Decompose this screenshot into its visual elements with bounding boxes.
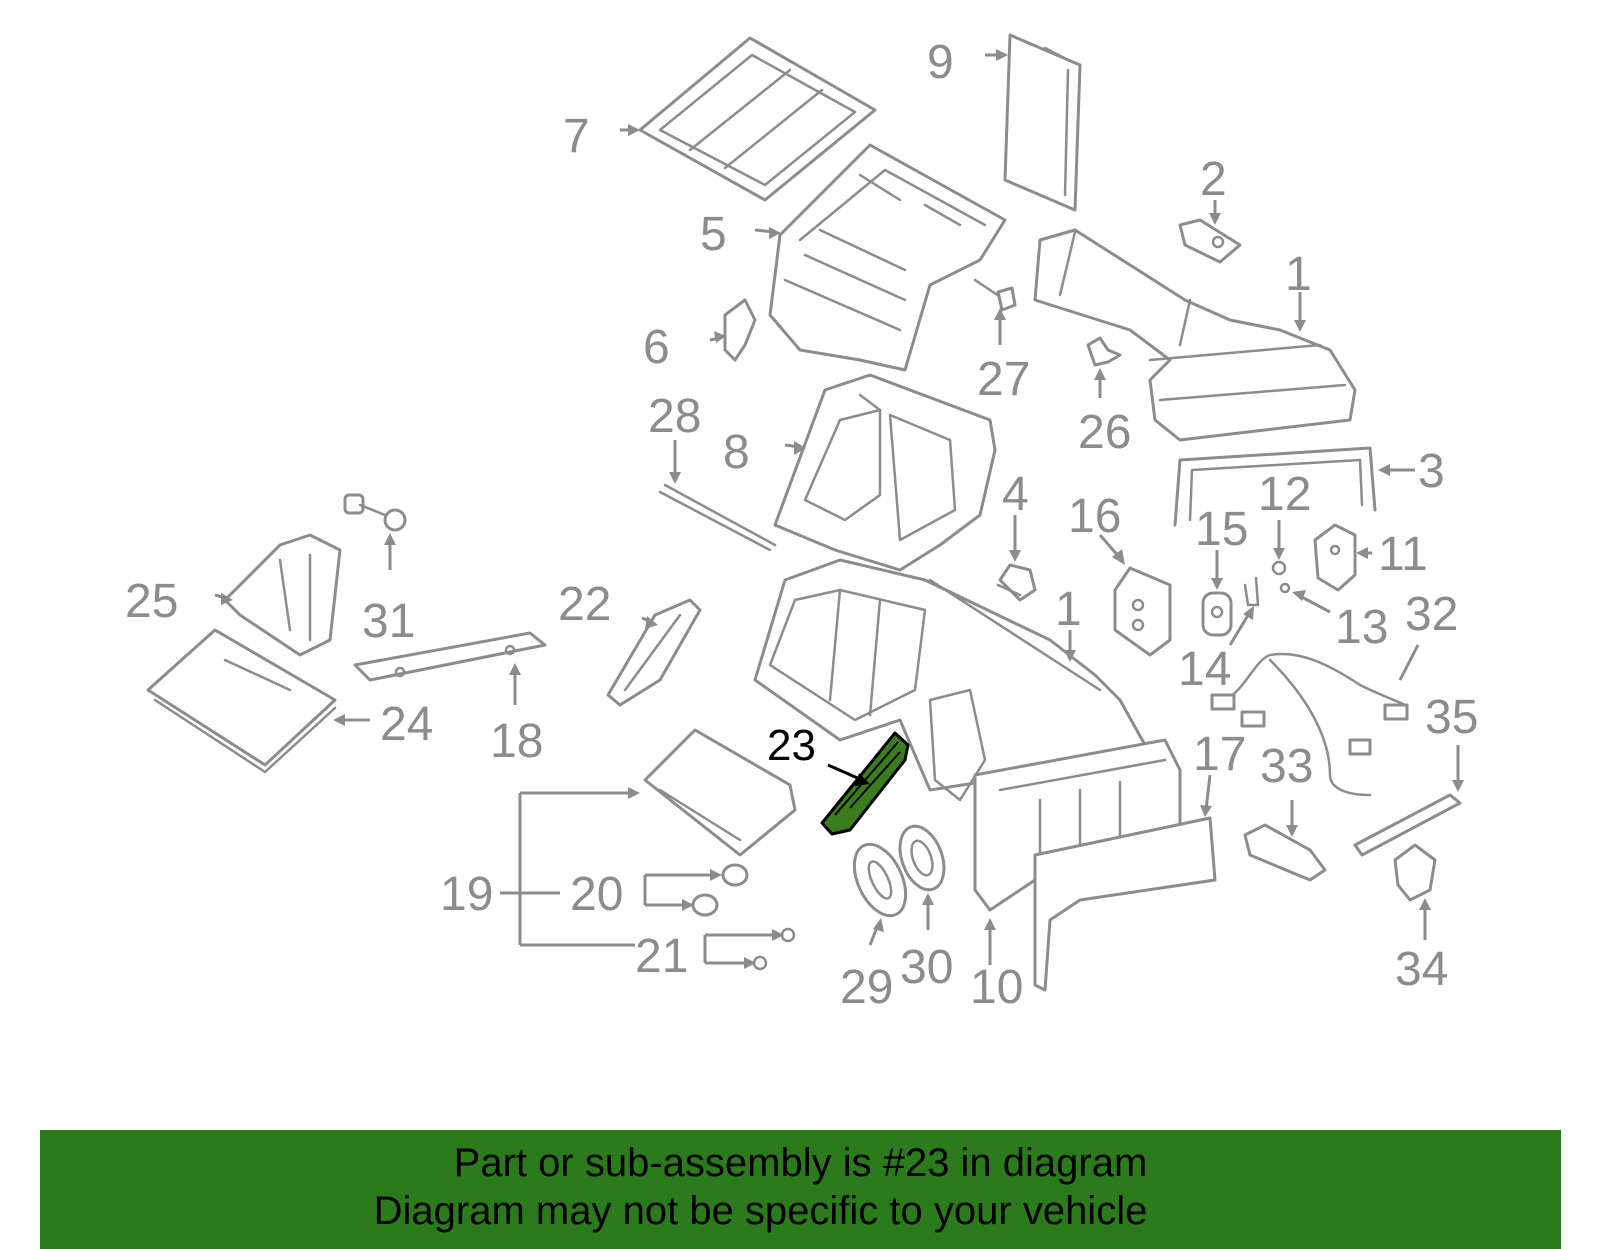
part-15-motor [1201,591,1233,637]
part-27-screw [973,278,1017,312]
callout-19: 19 [440,868,493,921]
callout-6: 6 [643,321,670,374]
part-9-panel [1003,33,1082,212]
part-24-tray [146,628,337,774]
parts-diagram: 1 1 2 3 4 5 6 7 8 9 10 11 12 13 14 15 16… [125,33,1478,1014]
callout-1-upper: 1 [1285,248,1312,301]
callout-21: 21 [635,930,688,983]
callout-18: 18 [490,715,543,768]
callout-8: 8 [723,426,750,479]
callout-27: 27 [977,353,1030,406]
part-26-clip [1086,336,1122,367]
part-35-strip [1353,793,1462,857]
part-17-cover [1033,816,1217,992]
callout-30: 30 [900,941,953,994]
callout-22: 22 [558,578,611,631]
callout-24: 24 [380,698,433,751]
callout-13: 13 [1335,601,1388,654]
leader-lines [214,49,1464,969]
callout-29: 29 [840,961,893,1014]
callout-31: 31 [362,595,415,648]
banner-line-2: Diagram may not be specific to your vehi… [373,1189,1148,1233]
part-16-actuator [1113,566,1172,657]
callout-32: 32 [1405,588,1458,641]
part-2-clip [1178,218,1242,264]
callout-20: 20 [570,868,623,921]
part-20-seals [691,863,749,917]
callout-15: 15 [1195,503,1248,556]
part-14-clip [1243,576,1260,607]
callout-26: 26 [1078,406,1131,459]
part-30-gasket [898,824,946,892]
callout-14: 14 [1178,643,1231,696]
callout-12: 12 [1258,468,1311,521]
callout-4: 4 [1002,468,1029,521]
callout-labels: 1 1 2 3 4 5 6 7 8 9 10 11 12 13 14 15 16… [125,36,1478,1014]
part-28-rod [658,483,777,552]
part-33-sensor [1243,823,1327,882]
callout-17: 17 [1193,728,1246,781]
part-6-bracket [723,298,757,362]
callout-7: 7 [563,110,590,163]
part-18-strip [353,631,547,682]
part-7-filter-cover [638,36,877,202]
callout-28: 28 [648,390,701,443]
callout-5: 5 [700,208,727,261]
callout-11: 11 [1378,528,1428,581]
part-5-upper-housing [768,143,1007,372]
part-31-bolt [343,493,407,532]
callout-2: 2 [1200,153,1227,206]
part-8-housing [773,373,997,572]
part-4-sensor [996,563,1037,602]
callout-10: 10 [970,961,1023,1014]
callout-23-highlighted: 23 [767,721,816,770]
callout-34: 34 [1395,943,1448,996]
part-34-clip [1393,843,1437,902]
part-25-bracket [223,533,342,657]
part-19-heater-core [643,728,797,857]
part-11-actuator [1313,523,1357,592]
callout-33: 33 [1260,740,1313,793]
part-12-oring [1271,560,1287,576]
callout-25: 25 [125,575,178,628]
part-29-gasket [852,842,908,918]
callout-1-lower: 1 [1055,583,1082,636]
part-1-upper-duct [1033,228,1357,442]
part-3-seal [1173,446,1377,527]
part-32-harness [1210,652,1409,797]
callout-16: 16 [1068,490,1121,543]
part-1-lower-housing [753,558,1147,802]
part-22-seal [606,598,702,707]
info-banner: Part or sub-assembly is #23 in diagram D… [40,1130,1561,1249]
part-13-oring [1279,582,1291,594]
callout-9: 9 [927,36,954,89]
callout-3: 3 [1418,445,1445,498]
callout-35: 35 [1425,691,1478,744]
banner-line-1: Part or sub-assembly is #23 in diagram [453,1141,1148,1185]
